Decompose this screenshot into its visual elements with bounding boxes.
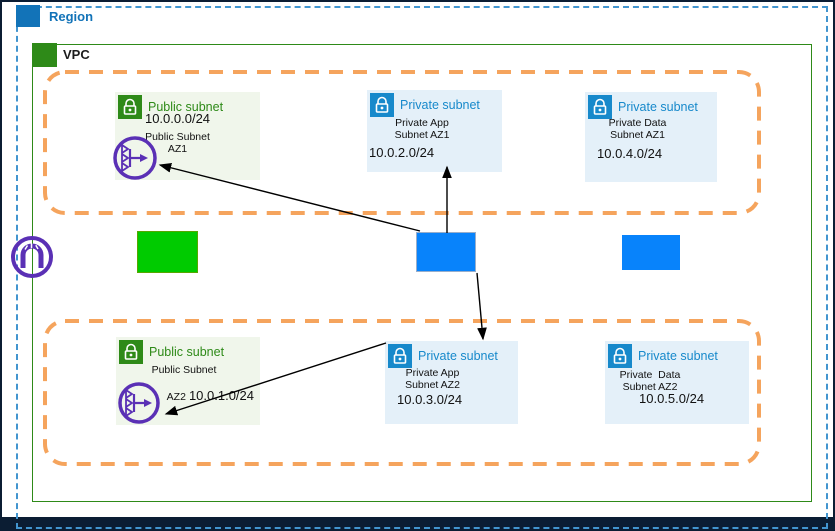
lock-icon xyxy=(370,93,394,117)
subnet-name-line1: Private App xyxy=(395,117,449,129)
subnet-title: Private subnet xyxy=(400,98,480,112)
subnet-cidr: 10.0.1.0/24 xyxy=(188,388,254,403)
lock-icon xyxy=(388,344,412,368)
subnet-name-line2: Subnet AZ1 xyxy=(610,129,665,141)
public-subnet-az1-box: Public subnet 10.0.0.0/24 Public Subnet … xyxy=(115,92,260,180)
subnet-title: Public subnet xyxy=(149,345,225,359)
private-data-subnet-az2-box: Private subnet Private Data Subnet AZ2 1… xyxy=(605,341,749,424)
subnet-title: Private subnet xyxy=(418,349,498,363)
subnet-cidr: 10.0.2.0/24 xyxy=(369,145,435,160)
region-label: Region xyxy=(49,9,94,24)
subnet-cidr: 10.0.4.0/24 xyxy=(597,146,663,161)
subnet-name-line1: Public Subnet xyxy=(151,364,217,376)
subnet-name-line2: Subnet AZ2 xyxy=(405,379,460,391)
blue-rect-2 xyxy=(622,235,680,270)
subnet-name-line2: AZ1 xyxy=(167,143,188,155)
green-rect xyxy=(137,231,198,273)
subnet-title: Private subnet xyxy=(618,100,698,114)
lock-icon xyxy=(588,95,612,119)
private-data-subnet-az1-box: Private subnet Private Data Subnet AZ1 1… xyxy=(585,92,717,182)
subnet-cidr: 10.0.5.0/24 xyxy=(639,391,705,406)
lock-icon xyxy=(608,344,632,368)
bottom-frame-bar xyxy=(2,517,833,529)
subnet-name-line1: Private App xyxy=(405,367,460,379)
private-app-subnet-az2-box: Private subnet Private App Subnet AZ2 10… xyxy=(385,341,518,424)
subnet-title: Private subnet xyxy=(638,349,718,363)
region-icon xyxy=(16,5,40,27)
vpc-label: VPC xyxy=(63,47,90,62)
subnet-name-line1: Private Data xyxy=(619,369,681,381)
subnet-name-line1: Private Data xyxy=(608,117,667,129)
subnet-name-line2: Subnet AZ1 xyxy=(394,129,450,141)
subnet-name-line1: Public Subnet xyxy=(145,131,210,143)
vpc-icon xyxy=(32,43,57,67)
lock-icon xyxy=(119,340,143,364)
subnet-cidr: 10.0.3.0/24 xyxy=(397,392,463,407)
subnet-cidr: 10.0.0.0/24 xyxy=(144,111,211,126)
private-app-subnet-az1-box: Private subnet Private App Subnet AZ1 10… xyxy=(367,90,502,172)
blue-rect-1 xyxy=(416,232,476,272)
subnet-az-label: AZ2 xyxy=(166,391,186,403)
